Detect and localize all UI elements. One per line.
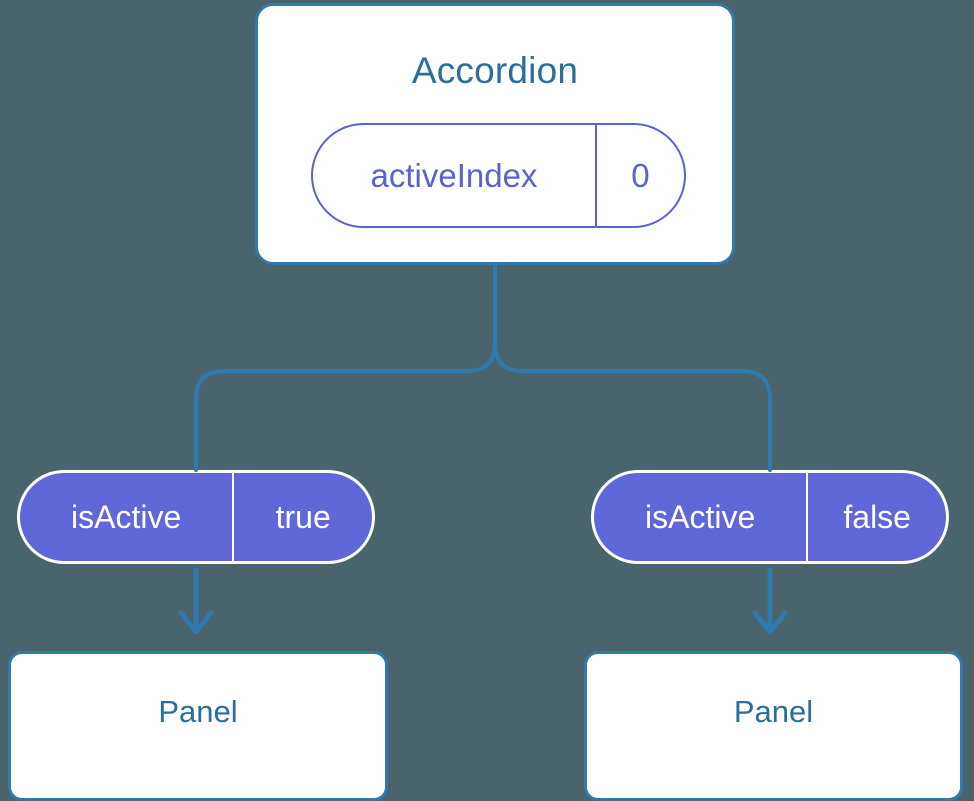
diagram-canvas: Accordion activeIndex 0 isActive true Pa…	[8, 3, 963, 801]
branch-right-prop-pill[interactable]: isActive false	[591, 470, 949, 564]
panel-card-right[interactable]: Panel	[584, 651, 963, 801]
branch-left-prop-value: true	[275, 498, 331, 535]
branch-right-prop-value: false	[843, 498, 911, 535]
accordion-prop-pill[interactable]: activeIndex 0	[311, 123, 686, 228]
connector-branch-right	[493, 263, 772, 472]
arrow-down-right-icon	[752, 568, 788, 635]
branch-left-prop-pill[interactable]: isActive true	[17, 470, 375, 564]
panel-right-title: Panel	[733, 694, 814, 729]
branch-left-prop-key: isActive	[20, 473, 235, 561]
accordion-prop-value: 0	[631, 156, 650, 194]
branch-right-prop-key: isActive	[594, 473, 809, 561]
panel-card-left[interactable]: Panel	[8, 651, 388, 801]
accordion-card[interactable]: Accordion activeIndex 0	[255, 3, 735, 265]
connector-branch-left	[194, 263, 497, 472]
accordion-prop-key: activeIndex	[313, 125, 597, 226]
panel-left-title: Panel	[158, 694, 238, 729]
arrow-down-left-icon	[178, 568, 214, 635]
accordion-title: Accordion	[411, 50, 579, 91]
